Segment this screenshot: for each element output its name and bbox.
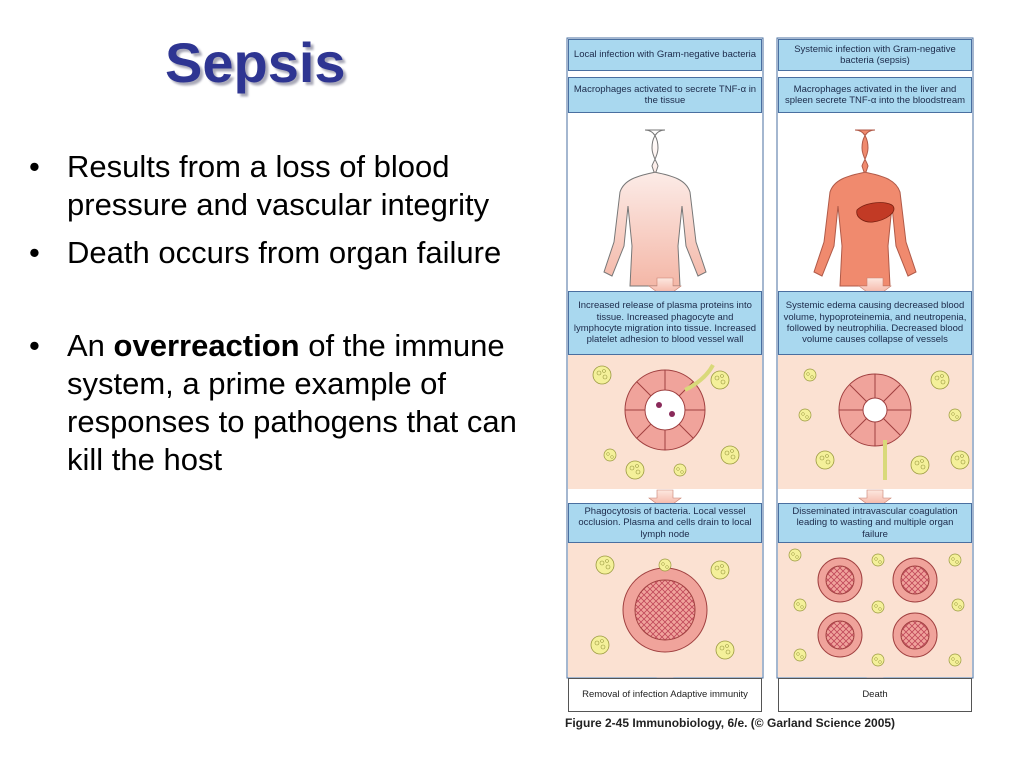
bullet-text: Results from a loss of blood pressure an… <box>67 149 490 222</box>
right-step2-box: Systemic edema causing decreased blood v… <box>778 291 972 355</box>
bullet-dot: • <box>29 149 40 184</box>
bullet-text-prefix: An <box>67 328 114 364</box>
bullet-list: • Results from a loss of blood pressure … <box>25 148 545 489</box>
bullet-item: • Results from a loss of blood pressure … <box>25 148 545 224</box>
left-result-box: Removal of infection Adaptive immunity <box>568 678 762 712</box>
bullet-bold-word: overreaction <box>113 328 300 364</box>
bullet-item: • An overreaction of the immune system, … <box>25 327 545 478</box>
sepsis-figure: Local infection with Gram-negative bacte… <box>560 35 980 725</box>
vessel-collapsed-icon <box>838 373 912 480</box>
right-header-box: Systemic infection with Gram-negative ba… <box>778 39 972 71</box>
left-header-box: Local infection with Gram-negative bacte… <box>568 39 762 71</box>
slide-title: Sepsis <box>165 31 346 94</box>
left-step3-box: Phagocytosis of bacteria. Local vessel o… <box>568 503 762 543</box>
bullet-item: • Death occurs from organ failure <box>25 234 545 272</box>
vessel-inflamed-icon <box>624 364 715 451</box>
bullet-dot: • <box>29 234 40 270</box>
bullet-dot: • <box>29 328 40 364</box>
vessel-occluded-icon <box>622 567 708 653</box>
right-step1-box: Macrophages activated in the liver and s… <box>778 77 972 113</box>
right-result-box: Death <box>778 678 972 712</box>
right-step3-box: Disseminated intravascular coagulation l… <box>778 503 972 543</box>
figure-caption: Figure 2-45 Immunobiology, 6/e. (© Garla… <box>565 716 896 730</box>
left-step2-box: Increased release of plasma proteins int… <box>568 291 762 355</box>
dic-vessels-icon <box>788 548 965 667</box>
bullet-text-suffix: of the immune system, a prime example of… <box>67 328 517 477</box>
figure-artwork <box>566 37 974 693</box>
bullet-text: Death occurs from organ failure <box>67 234 502 270</box>
left-step1-box: Macrophages activated to secrete TNF-α i… <box>568 77 762 113</box>
